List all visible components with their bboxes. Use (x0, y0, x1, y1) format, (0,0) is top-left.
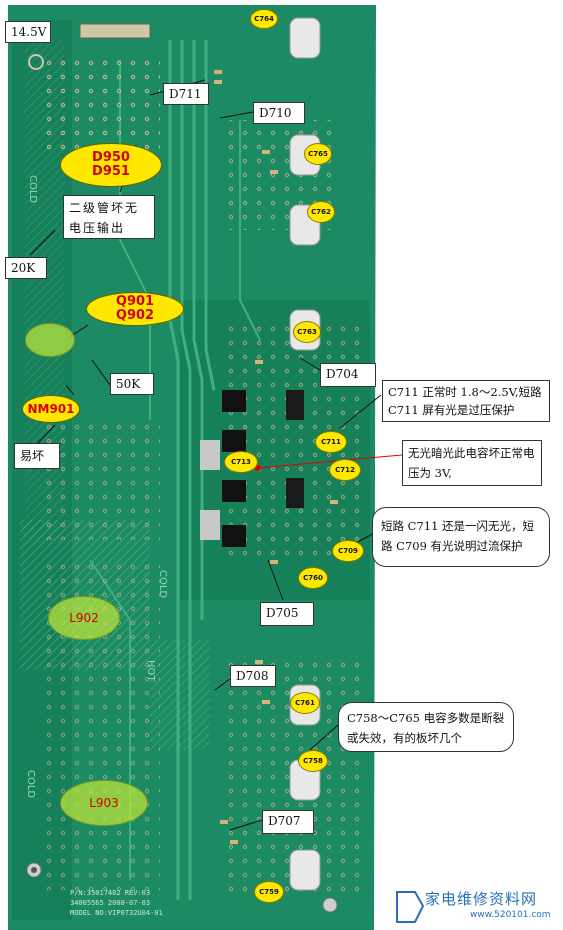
tag-c712: C712 (329, 459, 361, 481)
label-l903: L903 (89, 796, 119, 810)
label-d951: D951 (92, 164, 130, 179)
callout-c711-short-note: 短路 C711 还是一闪无光，短路 C709 有光说明过流保护 (372, 507, 550, 567)
callout-c758-c765-note: C758～C765 电容多数是断裂或失效，有的板坏几个 (338, 702, 514, 752)
oval-q901-q902: Q901 Q902 (86, 292, 184, 326)
callout-14-5v: 14.5V (5, 21, 51, 43)
silkscreen-cold-3: COLD (25, 770, 36, 798)
tag-c761: C761 (290, 692, 320, 714)
callout-c711-normal-voltage-note: C711 正常时 1.8～2.5V,短路 C711 屏有光是过压保护 (382, 380, 550, 422)
watermark-logo-icon (396, 891, 425, 923)
callout-fragile: 易坏 (14, 443, 60, 469)
highlight-l902: L902 (48, 596, 120, 640)
highlight-l903: L903 (60, 780, 148, 826)
callout-d705: D705 (260, 602, 314, 626)
watermark-url: www.520101.com (470, 910, 551, 920)
tag-c760: C760 (298, 567, 328, 589)
watermark-text: 家电维修资料网 (425, 890, 538, 908)
callout-d708: D708 (230, 665, 276, 687)
label-q901: Q901 (115, 294, 155, 309)
oval-nm901: NM901 (22, 395, 80, 423)
silkscreen-cold-1: COLD (27, 175, 38, 203)
callout-50k: 50K (110, 373, 154, 395)
silkscreen-model: P/N:35017402 REV:03 (70, 889, 150, 897)
label-nm901: NM901 (27, 402, 75, 416)
tag-c763: C763 (293, 321, 321, 343)
silkscreen-serial: 34005565 2008-07-03 (70, 899, 150, 907)
silkscreen-cold-2: COLD (157, 570, 168, 598)
callout-no-light-note: 无光暗光此电容坏正常电压为 3V, (402, 440, 542, 486)
callout-d704: D704 (320, 363, 376, 387)
tag-c758: C758 (298, 750, 328, 772)
tag-c764: C764 (250, 9, 278, 29)
tag-c762: C762 (307, 201, 335, 223)
oval-d950-d951: D950 D951 (60, 143, 162, 187)
label-l902: L902 (69, 611, 99, 625)
label-q902: Q902 (115, 308, 155, 323)
tag-c713: C713 (224, 451, 258, 473)
callout-d711: D711 (163, 83, 209, 105)
tag-c765: C765 (304, 143, 332, 165)
callout-20k: 20K (5, 257, 47, 279)
tag-c711: C711 (315, 431, 347, 453)
tag-c709: C709 (332, 540, 364, 562)
silkscreen-model2: MODEL NO:VIP0732U04-01 (70, 909, 163, 917)
label-d950: D950 (92, 150, 130, 165)
tag-c759: C759 (254, 881, 284, 903)
silkscreen-hot: HOT (145, 660, 156, 682)
callout-secondary-diode-note: 二级管坏无电压输出 (63, 195, 155, 239)
callout-d707: D707 (262, 810, 314, 834)
highlight-q901-area (25, 323, 75, 357)
callout-d710: D710 (253, 102, 305, 124)
